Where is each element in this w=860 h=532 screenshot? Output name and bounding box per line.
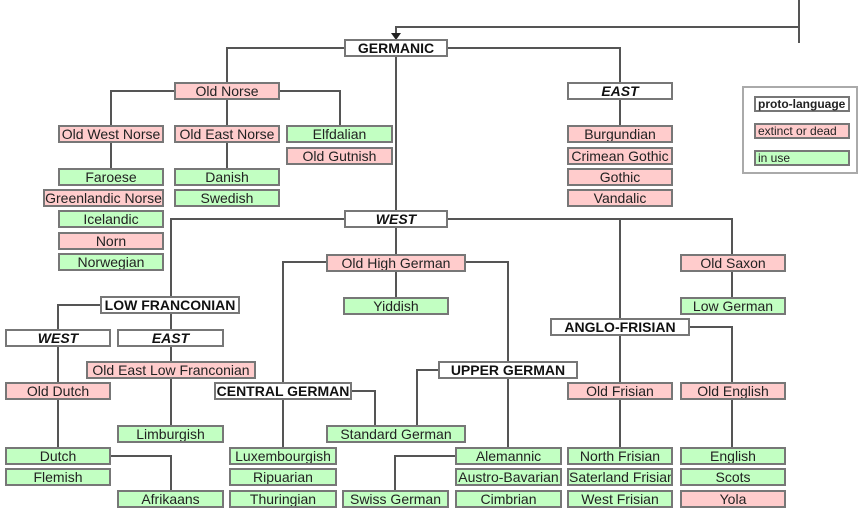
node-afrikaans: Afrikaans	[117, 490, 224, 508]
node-burgundian: Burgundian	[567, 125, 673, 143]
node-old-west-norse: Old West Norse	[58, 125, 164, 143]
node-greenlandic-norse: Greenlandic Norse	[43, 189, 164, 207]
node-upper-german: UPPER GERMAN	[438, 361, 578, 379]
node-standard-german: Standard German	[326, 425, 466, 443]
connector	[395, 0, 800, 43]
node-english: English	[680, 447, 786, 465]
node-low-franconian: LOW FRANCONIAN	[100, 296, 240, 314]
node-alemannic: Alemannic	[455, 447, 562, 465]
node-low-german: Low German	[680, 297, 786, 315]
node-danish: Danish	[174, 168, 280, 186]
node-lf-west: WEST	[5, 329, 111, 347]
node-old-frisian: Old Frisian	[567, 382, 673, 400]
node-east-germanic: EAST	[567, 82, 673, 100]
node-elfdalian: Elfdalian	[286, 125, 393, 143]
node-saterland-frisian: Saterland Frisian	[567, 468, 673, 486]
node-old-high-german: Old High German	[326, 254, 466, 272]
node-scots: Scots	[680, 468, 786, 486]
connector	[226, 47, 344, 82]
connector	[170, 218, 344, 296]
connector	[282, 261, 326, 382]
node-old-gutnish: Old Gutnish	[286, 147, 393, 165]
node-vandalic: Vandalic	[567, 189, 673, 207]
connector	[448, 47, 621, 82]
node-old-norse: Old Norse	[174, 82, 280, 100]
node-limburgish: Limburgish	[117, 425, 224, 443]
arrow-down-icon	[391, 33, 401, 40]
node-swiss-german: Swiss German	[342, 490, 449, 508]
connector	[416, 369, 438, 425]
node-thuringian: Thuringian	[229, 490, 337, 508]
legend-in-use: in use	[754, 150, 850, 166]
node-norwegian: Norwegian	[58, 253, 164, 271]
node-anglo-frisian: ANGLO-FRISIAN	[550, 318, 690, 336]
node-west-frisian: West Frisian	[567, 490, 673, 508]
node-north-frisian: North Frisian	[567, 447, 673, 465]
node-flemish: Flemish	[5, 468, 111, 486]
node-norn: Norn	[58, 232, 164, 250]
node-crimean-gothic: Crimean Gothic	[567, 147, 673, 165]
node-central-german: CENTRAL GERMAN	[214, 382, 352, 400]
connector	[110, 455, 172, 490]
connector	[466, 261, 509, 361]
node-cimbrian: Cimbrian	[455, 490, 562, 508]
node-yiddish: Yiddish	[343, 297, 449, 315]
node-luxembourgish: Luxembourgish	[229, 447, 337, 465]
connector	[57, 304, 100, 329]
node-yola: Yola	[680, 490, 786, 508]
node-gothic: Gothic	[567, 168, 673, 186]
legend-extinct-or-dead: extinct or dead	[754, 123, 850, 139]
node-germanic: GERMANIC	[344, 39, 448, 57]
connector	[110, 90, 174, 125]
node-ripuarian: Ripuarian	[229, 468, 337, 486]
node-old-english: Old English	[680, 382, 786, 400]
node-icelandic: Icelandic	[58, 210, 164, 228]
connector	[280, 90, 341, 125]
node-swedish: Swedish	[174, 189, 280, 207]
node-faroese: Faroese	[58, 168, 164, 186]
legend: proto-language extinct or dead in use	[742, 86, 858, 174]
node-lf-east: EAST	[117, 329, 224, 347]
node-old-saxon: Old Saxon	[680, 254, 786, 272]
node-west-germanic: WEST	[344, 210, 448, 228]
node-dutch: Dutch	[5, 447, 111, 465]
node-old-dutch: Old Dutch	[5, 382, 111, 400]
connector	[352, 390, 376, 425]
connector	[448, 218, 733, 254]
connector	[690, 326, 733, 382]
legend-proto-language: proto-language	[754, 96, 850, 112]
node-old-east-low-franconian: Old East Low Franconian	[86, 361, 256, 379]
node-old-east-norse: Old East Norse	[174, 125, 280, 143]
node-austro-bavarian: Austro-Bavarian	[455, 468, 562, 486]
connector	[394, 455, 455, 490]
